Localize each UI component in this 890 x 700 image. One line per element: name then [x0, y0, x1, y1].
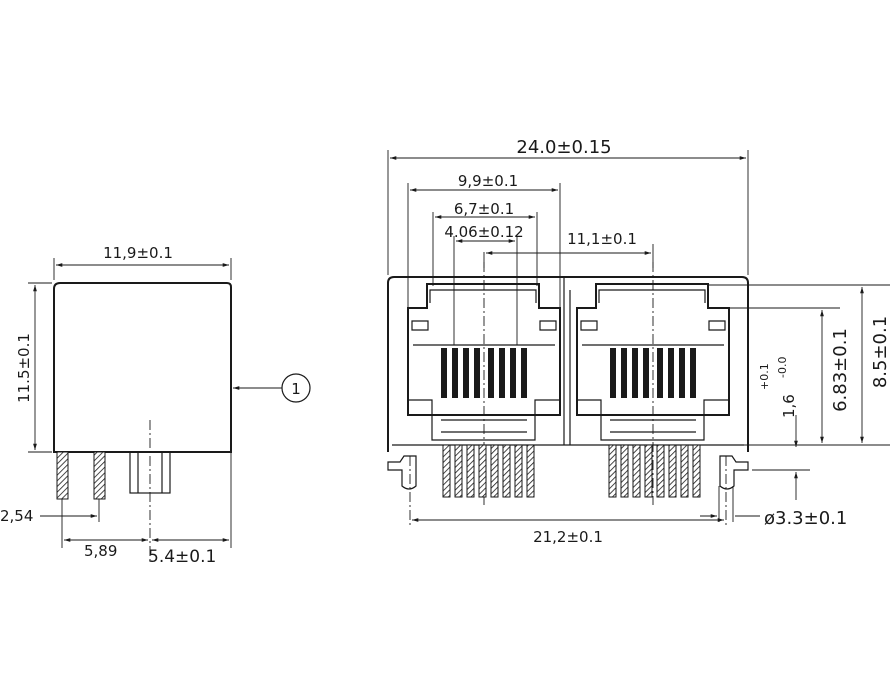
side-pin [93, 451, 106, 500]
peg-diameter-dimension: ø3.3±0.1 [764, 508, 847, 529]
right-port-pins [608, 444, 701, 498]
left-port-contacts [441, 348, 527, 433]
foot-tolerance-minus: -0.0 [776, 357, 789, 378]
overall-width-dimension: 24.0±0.15 [516, 137, 611, 158]
opening-width-dimension: 6,7±0.1 [454, 200, 514, 218]
callout-number: 1 [291, 380, 301, 398]
peg-offset-dimension: 5.4±0.1 [148, 547, 216, 567]
side-height-dimension: 11.5±0.1 [15, 333, 33, 403]
left-port-pins [442, 444, 535, 498]
pin-offset-dimension: 5,89 [84, 542, 117, 560]
height-dimension: 8.5±0.1 [870, 316, 890, 388]
foot-height-dimension: 1,6 [780, 394, 798, 418]
side-view: 11,9±0.1 11.5±0.1 1 2,54 5,89 5.4±0.1 [0, 244, 311, 567]
left-port-opening [407, 283, 561, 416]
side-pin [56, 451, 69, 500]
front-housing-outline [387, 276, 749, 452]
right-port-contacts [610, 348, 696, 433]
contact-span-dimension: 4.06±0.12 [444, 223, 523, 241]
callout-balloon [281, 373, 311, 403]
opening-height-dimension: 6.83±0.1 [830, 328, 851, 412]
side-width-dimension: 11,9±0.1 [103, 244, 173, 262]
side-housing-outline [53, 282, 232, 453]
right-mounting-peg [719, 455, 749, 490]
foot-tolerance-plus: +0.1 [758, 363, 771, 390]
port-span-dimension: 9,9±0.1 [458, 172, 518, 190]
peg-span-dimension: 21,2±0.1 [533, 528, 603, 546]
port-pitch-dimension: 11,1±0.1 [567, 230, 637, 248]
pin-pitch-dimension: 2,54 [0, 507, 33, 525]
left-mounting-peg [387, 455, 417, 490]
front-view: 24.0±0.15 9,9±0.1 6,7±0.1 4.06±0.12 11,1… [387, 137, 890, 546]
